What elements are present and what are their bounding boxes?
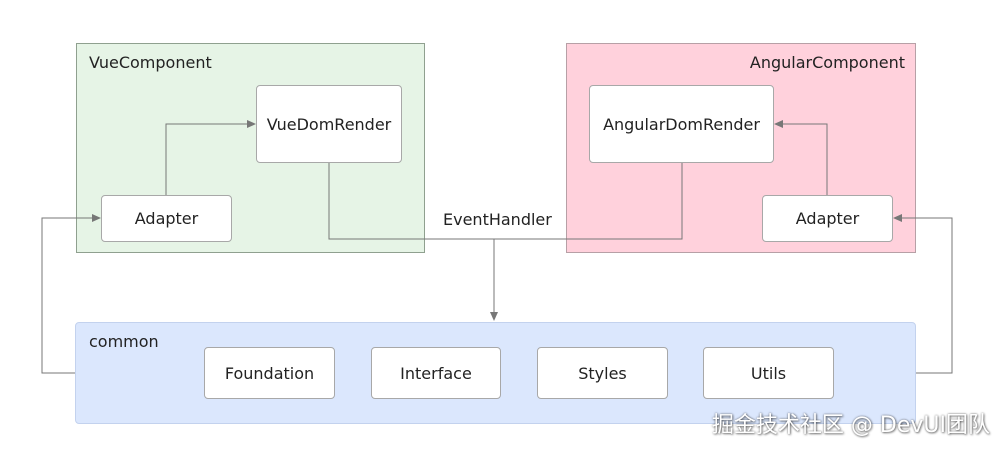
angular-adapter-label: Adapter [795,209,860,228]
common-title: common [89,332,159,351]
angular-component-title: AngularComponent [749,53,905,72]
styles-module-box: Styles [537,347,668,399]
angular-adapter-box: Adapter [762,195,893,242]
interface-module-label: Interface [400,363,472,383]
angular-dom-render-box: AngularDomRender [589,85,774,163]
vue-adapter-label: Adapter [134,209,199,228]
styles-module-label: Styles [578,363,627,383]
common-arrowhead [490,312,498,321]
event-handler-label: EventHandler [443,210,552,229]
vue-adapter-box: Adapter [101,195,232,242]
angular-dom-render-label: AngularDomRender [603,114,760,134]
vue-component-title: VueComponent [89,53,212,72]
utils-module-box: Utils [703,347,834,399]
watermark-text: 掘金技术社区 @ DevUI团队 [711,413,990,438]
interface-module-box: Interface [371,347,501,399]
foundation-module-box: Foundation [204,347,335,399]
vue-dom-render-label: VueDomRender [266,114,392,134]
foundation-module-label: Foundation [224,363,315,383]
vue-dom-render-box: VueDomRender [256,85,402,163]
utils-module-label: Utils [750,363,787,383]
